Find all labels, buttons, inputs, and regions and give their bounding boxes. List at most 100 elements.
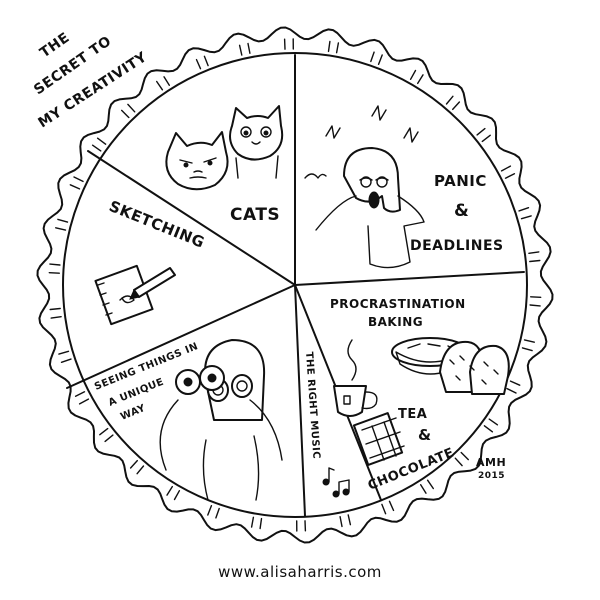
crust-crimp-mark: [381, 503, 387, 515]
crust-crimp-mark: [49, 263, 61, 266]
crust-crimp-mark: [50, 316, 62, 319]
crust-crimp-mark: [163, 76, 171, 87]
website-link[interactable]: www.alisaharris.com: [218, 563, 382, 581]
crust-crimp-mark: [488, 418, 499, 426]
screaming-woman-icon: [315, 147, 425, 269]
crust-crimp-mark: [73, 176, 84, 183]
slice-label-sketching: SKETCHING: [107, 197, 208, 252]
crust-crimp-mark: [127, 103, 136, 113]
sketchbook-pencil-icon: [94, 264, 176, 326]
signature-year: 2015: [478, 471, 505, 481]
crust-crimp-mark: [420, 484, 427, 494]
slice-baking: PROCRASTINATION BAKING: [330, 297, 510, 395]
title: THE SECRET TO MY CREATIVITY: [31, 30, 150, 132]
grumpy-cat-icon: [165, 131, 229, 191]
crust-crimp-mark: [195, 58, 202, 70]
crust-crimp-mark: [530, 296, 542, 298]
crust-crimp-mark: [155, 80, 164, 91]
crust-crimp-mark: [417, 74, 424, 85]
crust-crimp-mark: [520, 215, 532, 220]
slice-cats: CATS: [165, 105, 284, 225]
crust-crimp-mark: [506, 387, 517, 394]
crust-crimp-mark: [215, 507, 220, 519]
crust-crimp-mark: [259, 517, 263, 530]
crust-crimp-mark: [426, 479, 434, 490]
crust-crimp-mark: [445, 95, 454, 105]
slice-label-panic-amp: &: [454, 201, 469, 221]
crust-crimp-mark: [96, 137, 107, 145]
crust-crimp-mark: [377, 54, 383, 66]
crust-crimp-mark: [370, 51, 375, 63]
crust-crimp-mark: [74, 391, 86, 397]
crust-crimp-mark: [454, 457, 463, 467]
slice-panic: PANIC & DEADLINES: [304, 105, 504, 269]
crust-crimp-mark: [104, 434, 114, 443]
crust-crimp-mark: [339, 516, 343, 528]
slice-label-cats: CATS: [230, 205, 280, 225]
crust-crimp-mark: [528, 251, 540, 255]
crust-crimp-mark: [129, 459, 139, 469]
oven-mitts-icon: [439, 340, 510, 395]
slice-label-way: WAY: [119, 403, 148, 423]
crust-crimp-mark: [69, 184, 81, 190]
crust-crimp-mark: [335, 42, 340, 54]
crust-crimp-mark: [250, 516, 255, 528]
cat-icon: [229, 105, 284, 179]
crust-crimp-mark: [521, 347, 533, 352]
slice-label-tea-amp: &: [418, 426, 432, 444]
crust-crimp-mark: [99, 427, 109, 436]
pie-crust-marks: [48, 38, 542, 532]
signature: AMH 2015: [476, 456, 506, 481]
crust-crimp-mark: [518, 206, 530, 212]
panic-symbols: [304, 105, 419, 179]
pie-crust-outline: [36, 26, 554, 544]
slice-label-music: THE RIGHT MUSIC: [303, 351, 321, 459]
chocolate-bar-icon: [352, 412, 405, 466]
crust-crimp-mark: [58, 350, 70, 355]
music-note-icon: [322, 467, 350, 498]
slice-sketching: SKETCHING: [94, 197, 208, 326]
teacup-icon: [333, 385, 378, 417]
crust-crimp-mark: [327, 40, 331, 53]
slice-label-baking: BAKING: [368, 315, 423, 329]
pie-inner-circle: [62, 52, 528, 518]
crust-crimp-mark: [388, 500, 395, 512]
crust-crimp-mark: [49, 307, 61, 311]
crust-crimp-mark: [476, 127, 486, 136]
crust-crimp-mark: [166, 485, 174, 496]
crust-crimp-mark: [481, 134, 491, 143]
slice-label-panic: PANIC: [434, 172, 487, 190]
crust-crimp-mark: [452, 101, 461, 111]
binoculars-woman-icon: [159, 339, 283, 501]
slice-music: THE RIGHT MUSIC: [303, 351, 350, 498]
crust-crimp-mark: [238, 44, 243, 56]
slice-label-procrastination: PROCRASTINATION: [330, 297, 466, 311]
crust-crimp-mark: [60, 358, 72, 363]
slice-label-tea: TEA: [398, 407, 427, 422]
crust-crimp-mark: [91, 144, 102, 152]
slice-label-deadlines: DEADLINES: [410, 238, 504, 254]
crust-crimp-mark: [409, 69, 417, 81]
crust-crimp-mark: [203, 55, 209, 67]
crust-crimp-mark: [247, 42, 251, 54]
crust-crimp-mark: [120, 109, 130, 119]
crust-crimp-mark: [483, 425, 494, 433]
crust-crimp-mark: [173, 490, 181, 501]
crust-crimp-mark: [347, 514, 352, 526]
crust-crimp-mark: [78, 398, 90, 405]
crust-crimp-mark: [529, 304, 541, 307]
crust-crimp-mark: [136, 465, 145, 475]
crust-crimp-mark: [55, 227, 67, 231]
crust-crimp-mark: [500, 165, 512, 172]
signature-initials: AMH: [476, 456, 506, 469]
title-line-1: THE: [37, 30, 73, 62]
crust-crimp-mark: [207, 505, 213, 516]
crust-crimp-mark: [509, 380, 521, 386]
crust-crimp-mark: [48, 272, 60, 274]
crust-crimp-mark: [523, 339, 535, 343]
crust-crimp-mark: [529, 259, 541, 263]
crust-crimp-mark: [57, 218, 69, 223]
crust-crimp-mark: [460, 451, 469, 461]
crust-crimp-mark: [504, 172, 516, 179]
